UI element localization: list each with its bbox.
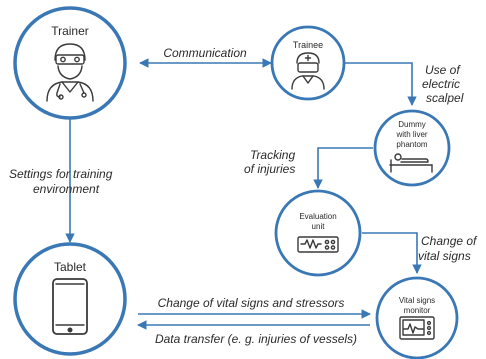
label-stressors: Change of vital signs and stressors: [158, 296, 345, 310]
node-trainee: Trainee: [270, 25, 346, 101]
trainer-circle: [13, 6, 127, 120]
label-electric-scalpel-1: Use of: [425, 63, 461, 77]
label-electric-scalpel-2: electric: [422, 77, 460, 91]
vitals-label-2: monitor: [404, 306, 431, 315]
edge-tracking: [313, 147, 373, 189]
evaluation-label-1: Evaluation: [299, 212, 336, 221]
dummy-label-3: phantom: [396, 140, 427, 149]
patient-bed-icon: [389, 153, 433, 173]
label-settings-1: Settings for training: [9, 167, 113, 181]
dummy-circle: [373, 109, 451, 187]
dummy-label-2: with liver: [395, 130, 427, 139]
label-change-vitals-1: Change of: [421, 234, 478, 248]
tablet-circle: [13, 242, 127, 356]
evaluation-circle: [274, 189, 362, 277]
edge-electric-scalpel: [345, 62, 417, 106]
surgeon-icon: [291, 52, 325, 90]
vitals-circle: [375, 276, 459, 359]
node-dummy: Dummy with liver phantom: [373, 109, 451, 187]
label-change-vitals-2: vital signs: [418, 249, 471, 263]
edge-change-vitals: [362, 232, 422, 274]
evaluation-label-2: unit: [312, 222, 326, 231]
tablet-icon: [52, 278, 88, 335]
label-tracking-1: Tracking: [250, 148, 295, 162]
monitor-icon: [399, 316, 435, 340]
trainer-label: Trainer: [51, 24, 89, 38]
label-communication: Communication: [163, 46, 247, 60]
label-settings-2: environment: [33, 182, 100, 196]
doctor-icon: [46, 43, 94, 102]
edges: [65, 58, 422, 330]
label-electric-scalpel-3: scalpel: [426, 91, 464, 105]
dummy-label-1: Dummy: [398, 120, 426, 129]
node-trainer: Trainer: [13, 6, 127, 120]
node-vitals: Vital signs monitor: [375, 276, 459, 359]
label-data-transfer: Data transfer (e. g. injuries of vessels…: [155, 332, 357, 346]
vitals-label-1: Vital signs: [399, 296, 435, 305]
node-evaluation: Evaluation unit: [274, 189, 362, 277]
node-tablet: Tablet: [13, 242, 127, 356]
trainee-label: Trainee: [293, 40, 323, 50]
waveform-device-icon: [297, 236, 339, 253]
label-tracking-2: of injuries: [244, 162, 295, 176]
tablet-label: Tablet: [54, 260, 87, 274]
